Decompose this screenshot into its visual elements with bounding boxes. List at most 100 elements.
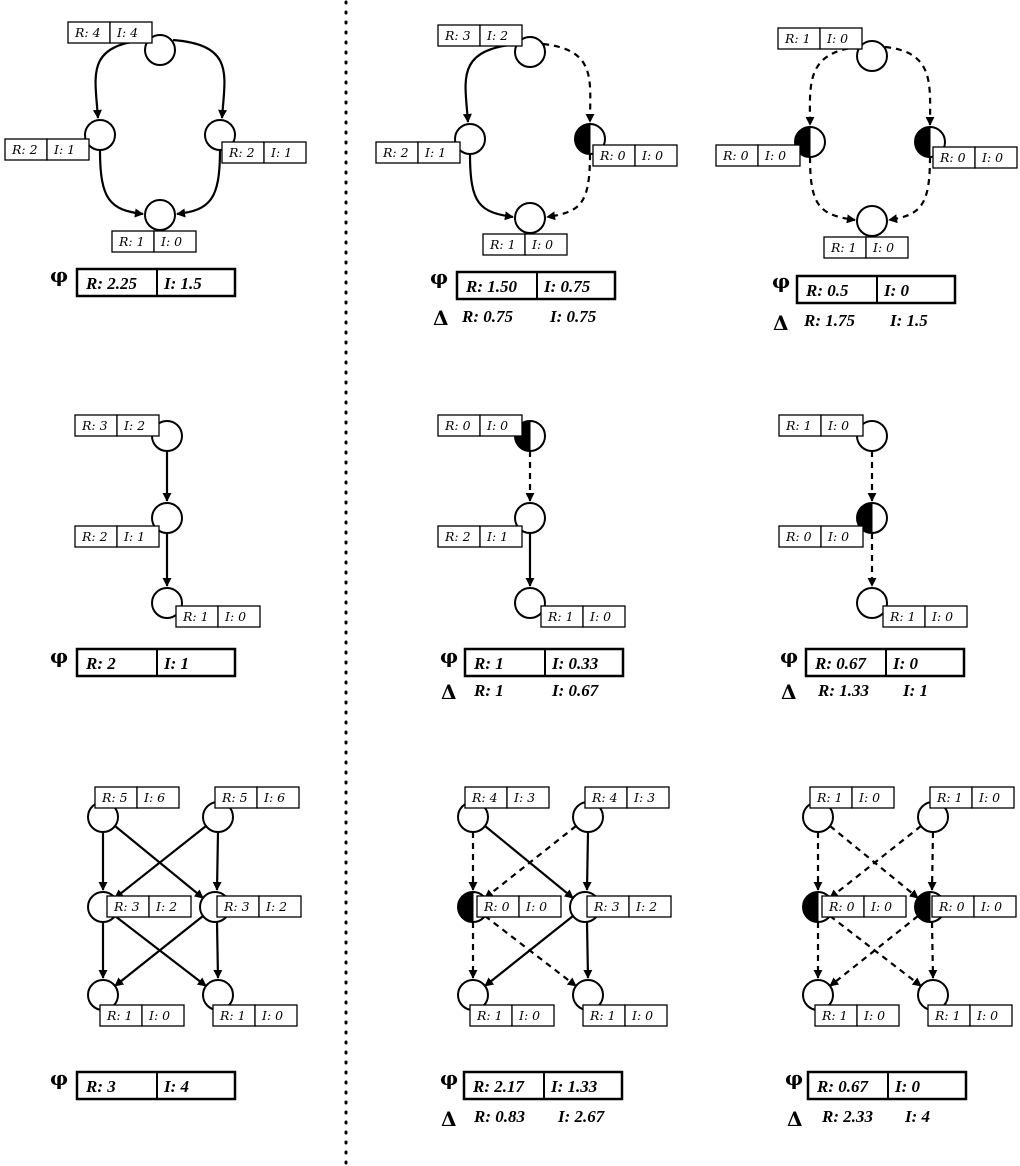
- delta-r-value: R: 0.75: [461, 307, 514, 326]
- node-r-value: R: 0: [444, 418, 471, 433]
- delta-i-value: I: 2.67: [557, 1107, 606, 1126]
- failed-node-fill: [914, 891, 931, 923]
- phi-i-value: I: 1: [163, 654, 189, 673]
- node-r-value: R: 1: [889, 609, 916, 624]
- node-label-cell: [863, 895, 907, 918]
- phi-r-value: R: 2.25: [85, 274, 138, 293]
- node-circle: [856, 587, 888, 619]
- node-i-value: I: 0: [261, 1008, 283, 1023]
- dashed-edge: [808, 156, 856, 224]
- node-r-value: R: 0: [722, 148, 749, 163]
- node-r-value: R: 0: [785, 529, 812, 544]
- node-i-value: I: 0: [872, 240, 894, 255]
- node-label-cell: [46, 138, 90, 161]
- phi-r-value: R: 1.50: [465, 277, 518, 296]
- dashed-edge: [928, 921, 938, 979]
- edge: [462, 42, 518, 123]
- node-label-cell: [479, 414, 523, 437]
- phi-symbol: φ: [440, 644, 458, 668]
- node-r-value: R: 3: [113, 899, 140, 914]
- delta-symbol: Δ: [781, 680, 797, 704]
- node-r-value: R: 1: [816, 790, 843, 805]
- phi-r-value: R: 2.17: [472, 1077, 526, 1096]
- node-label-cell: [757, 144, 801, 167]
- node-r-value: R: 1: [118, 234, 145, 249]
- node-circle: [84, 119, 116, 151]
- node-r-value: R: 3: [444, 28, 471, 43]
- node-label: R: 0 I: 0: [715, 144, 801, 167]
- node-i-value: I: 1: [486, 529, 508, 544]
- node-label-cell: [973, 895, 1017, 918]
- node-label-cell: [511, 1004, 555, 1027]
- node-label-cell: [851, 786, 895, 809]
- node-i-value: I: 0: [486, 418, 508, 433]
- node-i-value: I: 0: [160, 234, 182, 249]
- node-r-value: R: 1: [936, 790, 963, 805]
- dashed-edge: [927, 831, 937, 891]
- edge: [176, 149, 222, 218]
- node-label-cell: [153, 230, 197, 253]
- phi-r-value: R: 2: [85, 654, 116, 673]
- dashed-edge: [829, 825, 922, 899]
- edge: [114, 825, 207, 899]
- failed-node-fill: [574, 123, 591, 155]
- phi-r-value: R: 0.67: [814, 654, 868, 673]
- node-i-value: I: 0: [826, 31, 848, 46]
- node-circle: [144, 199, 176, 231]
- node-r-value: R: 2: [444, 529, 471, 544]
- phi-symbol: φ: [50, 1066, 68, 1090]
- node-i-value: I: 0: [931, 609, 953, 624]
- edge: [583, 921, 593, 979]
- node-i-value: I: 0: [764, 148, 786, 163]
- delta-symbol: Δ: [787, 1107, 803, 1131]
- node-r-value: R: 5: [221, 790, 248, 805]
- node-label-cell: [109, 21, 153, 44]
- node-r-value: R: 0: [938, 899, 965, 914]
- node-label-cell: [136, 786, 180, 809]
- edge: [212, 831, 222, 891]
- node: R: 1 I: 0: [856, 587, 968, 628]
- node-label-cell: [479, 24, 523, 47]
- phi-i-value: I: 0: [883, 281, 910, 300]
- node: R: 2 I: 1: [437, 502, 546, 548]
- failed-node-fill: [457, 891, 474, 923]
- node-r-value: R: 1: [106, 1008, 133, 1023]
- node-i-value: I: 2: [123, 418, 145, 433]
- dashed-edge: [805, 45, 860, 126]
- node-r-value: R: 1: [821, 1008, 848, 1023]
- node-i-value: I: 0: [531, 237, 553, 252]
- node-r-value: R: 3: [593, 899, 620, 914]
- phi-i-value: I: 0.75: [543, 277, 591, 296]
- phi-symbol: φ: [772, 269, 790, 293]
